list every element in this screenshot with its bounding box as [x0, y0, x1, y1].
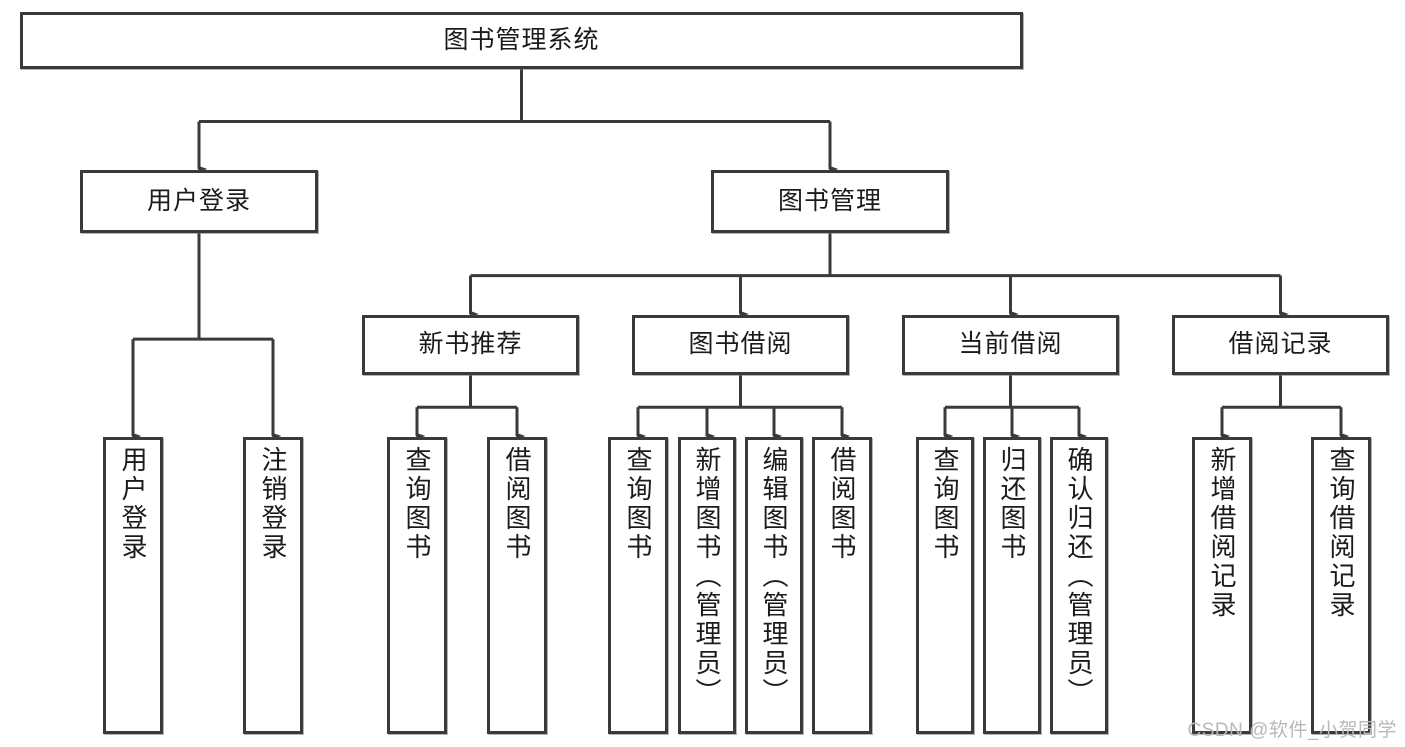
node-leaf-user-login[interactable]: 用户登录 [103, 437, 163, 734]
watermark-label: CSDN @软件_小贺同学 [1187, 720, 1397, 741]
node-user-login[interactable]: 用户登录 [80, 170, 318, 233]
node-leaf-br-query[interactable]: 查询借阅记录 [1311, 437, 1371, 734]
node-label-leaf-cb-return: 归还图书 [997, 446, 1027, 562]
node-label-leaf-bb-query: 查询图书 [623, 446, 653, 562]
node-label-leaf-bb-edit: 编辑图书（管理员） [759, 446, 789, 707]
node-label-borrow-record: 借阅记录 [1228, 330, 1333, 359]
node-label-leaf-logout: 注销登录 [258, 446, 288, 562]
node-label-leaf-bb-borrow: 借阅图书 [827, 446, 857, 562]
node-label-new-book-rec: 新书推荐 [418, 330, 523, 359]
node-label-leaf-user-login: 用户登录 [118, 446, 148, 562]
connector-lines [131, 69, 1350, 440]
node-label-current-borrow: 当前借阅 [958, 330, 1063, 359]
node-leaf-bb-query[interactable]: 查询图书 [608, 437, 668, 734]
node-label-book-manage: 图书管理 [777, 186, 882, 215]
node-leaf-bb-add[interactable]: 新增图书（管理员） [678, 437, 736, 734]
node-book-manage[interactable]: 图书管理 [711, 170, 949, 233]
node-root[interactable]: 图书管理系统 [20, 12, 1023, 69]
node-leaf-bb-borrow[interactable]: 借阅图书 [812, 437, 872, 734]
node-leaf-bb-edit[interactable]: 编辑图书（管理员） [745, 437, 803, 734]
node-new-book-rec[interactable]: 新书推荐 [362, 315, 579, 375]
node-label-root: 图书管理系统 [443, 25, 600, 54]
node-label-user-login: 用户登录 [146, 186, 251, 215]
node-leaf-br-add[interactable]: 新增借阅记录 [1192, 437, 1252, 734]
node-label-leaf-rec-borrow: 借阅图书 [502, 446, 532, 562]
node-label-leaf-bb-add: 新增图书（管理员） [692, 446, 722, 707]
node-label-leaf-br-query: 查询借阅记录 [1326, 446, 1356, 620]
node-borrow-record[interactable]: 借阅记录 [1172, 315, 1389, 375]
node-label-leaf-cb-query: 查询图书 [930, 446, 960, 562]
node-label-leaf-cb-confirm: 确认归还（管理员） [1064, 446, 1094, 707]
node-leaf-cb-return[interactable]: 归还图书 [983, 437, 1041, 734]
node-leaf-logout[interactable]: 注销登录 [243, 437, 303, 734]
node-leaf-cb-query[interactable]: 查询图书 [916, 437, 974, 734]
node-leaf-rec-query[interactable]: 查询图书 [387, 437, 447, 734]
node-leaf-cb-confirm[interactable]: 确认归还（管理员） [1050, 437, 1108, 734]
node-leaf-rec-borrow[interactable]: 借阅图书 [487, 437, 547, 734]
node-current-borrow[interactable]: 当前借阅 [902, 315, 1119, 375]
node-label-leaf-rec-query: 查询图书 [402, 446, 432, 562]
node-book-borrow[interactable]: 图书借阅 [632, 315, 849, 375]
node-label-leaf-br-add: 新增借阅记录 [1207, 446, 1237, 620]
node-label-book-borrow: 图书借阅 [688, 330, 793, 359]
